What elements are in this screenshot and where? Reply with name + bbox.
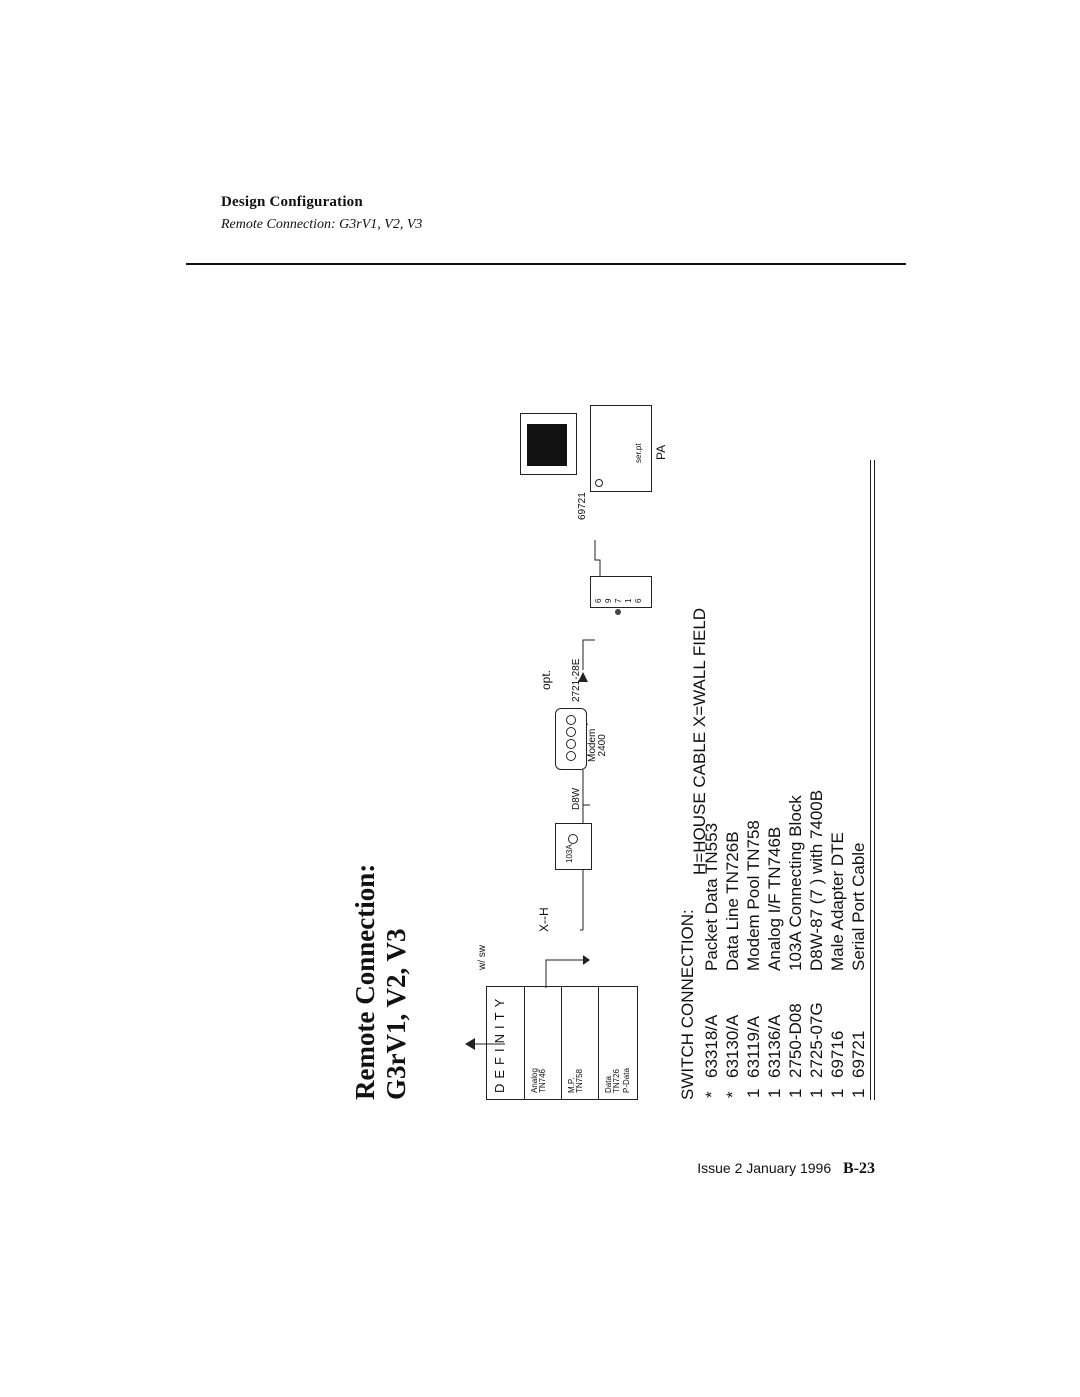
modem	[555, 708, 587, 770]
modem-led-icon	[566, 715, 576, 725]
arrow-down-icon	[583, 955, 590, 965]
d8w-label: D8W	[571, 787, 582, 810]
page-header: Design Configuration Remote Connection: …	[221, 194, 422, 233]
opt-label: opt.	[539, 669, 553, 690]
cable-69721-label: 69721	[577, 492, 588, 520]
wire	[582, 639, 595, 670]
frame-rule	[874, 460, 875, 1100]
modem-led-icon	[566, 739, 576, 749]
power-icon	[595, 479, 603, 487]
pc-tower: ser.pt	[590, 405, 652, 492]
modem-led-icon	[566, 751, 576, 761]
xh-label: X--H	[537, 907, 551, 932]
monitor-screen	[527, 424, 567, 466]
issue-date: Issue 2 January 1996	[697, 1160, 832, 1176]
pc-label: PA	[654, 444, 668, 460]
arrow-left-icon	[578, 672, 588, 682]
cable-2721-label: 2721-28E	[571, 658, 582, 702]
block-103a-label: 103A	[565, 844, 574, 863]
w-sw-label: w/ sw	[477, 945, 488, 970]
section-title: Design Configuration	[221, 194, 363, 210]
connector-pins: 6 9 7 1 6	[594, 598, 643, 603]
wire-69721	[594, 540, 601, 580]
section-subtitle: Remote Connection: G3rV1, V2, V3	[221, 217, 423, 232]
modem-led-icon	[566, 727, 576, 737]
header-rule	[186, 263, 906, 265]
serial-port-label: ser.pt	[634, 443, 643, 463]
wire	[545, 959, 583, 988]
db-connector: 6 9 7 1 6	[590, 576, 652, 608]
legend-heading: SWITCH CONNECTION:	[678, 909, 697, 1100]
jack-icon	[568, 834, 578, 844]
page-number: B-23	[843, 1160, 875, 1177]
block-103a: 103A	[555, 823, 592, 870]
arrow-up-icon	[465, 1038, 475, 1050]
rotated-figure-page: Remote Connection: G3rV1, V2, V3 D E F I…	[350, 400, 890, 1100]
pc-monitor	[520, 413, 577, 475]
frame-rule	[870, 460, 871, 1100]
modem-speed: 2400	[597, 734, 608, 757]
connector-pin-icon	[615, 609, 621, 615]
page-footer: Issue 2 January 1996 B-23	[697, 1160, 875, 1178]
modem-label: Modem 2400	[587, 729, 608, 762]
